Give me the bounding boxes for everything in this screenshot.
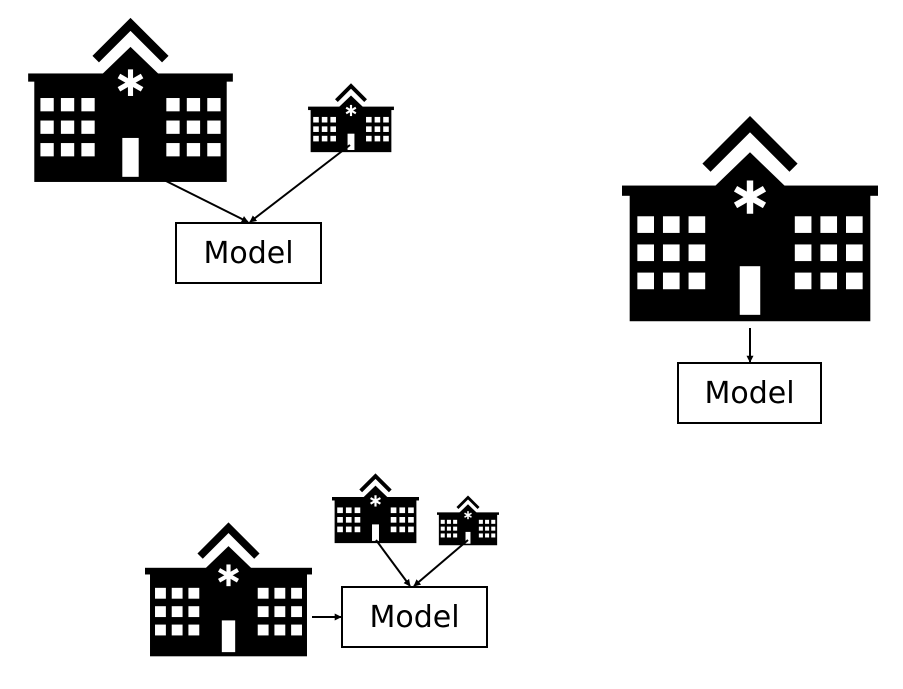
arrow — [157, 176, 249, 223]
hospital-icon — [622, 124, 878, 321]
model-label: Model — [203, 235, 294, 271]
group-b — [622, 124, 878, 363]
hospital-icon — [332, 474, 419, 544]
arrow — [375, 539, 411, 587]
model-box: Model — [341, 586, 488, 648]
hospital-icon — [308, 84, 394, 153]
hospital-icon — [437, 496, 499, 546]
model-label: Model — [369, 599, 460, 635]
hospital-icon — [145, 528, 312, 657]
arrow — [413, 539, 469, 587]
arrow — [249, 144, 351, 223]
model-box: Model — [175, 222, 322, 284]
model-box: Model — [677, 362, 822, 424]
model-label: Model — [704, 375, 795, 411]
hospital-icon — [28, 24, 233, 182]
group-a — [28, 24, 394, 223]
group-c — [145, 474, 499, 657]
